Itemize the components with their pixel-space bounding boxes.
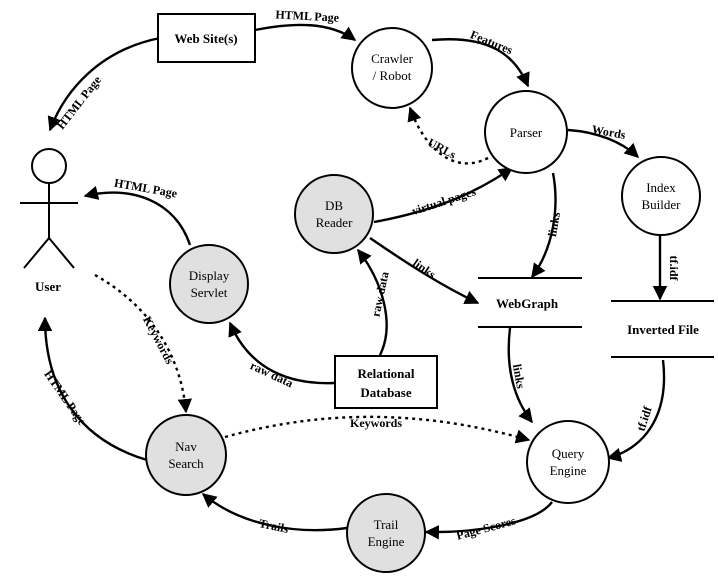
edge-label-user-to-nav: Keywords (140, 314, 177, 367)
edge-inverted-to-query (606, 359, 666, 462)
trail-engine-node: Trail Engine (346, 493, 426, 573)
edge-trail-to-nav (201, 493, 348, 532)
edge-web-to-user (47, 36, 161, 132)
query-engine-label-line2: Engine (550, 463, 587, 478)
query-engine-label-line1: Query (552, 446, 585, 461)
trail-engine-label-line2: Engine (368, 534, 405, 549)
user-left-leg-icon (23, 237, 50, 269)
relational-database-label-line1: Relational (357, 366, 414, 381)
edge-label-reldb-to-display: raw data (248, 358, 295, 390)
edge-user-to-nav (94, 273, 193, 414)
edge-label-query-to-trail: Page Scores (455, 513, 518, 542)
nav-search-node: Nav Search (145, 414, 227, 496)
relational-database-box: Relational Database (334, 355, 438, 409)
web-sites-label: Web Site(s) (174, 31, 237, 46)
edge-label-web-to-crawler: HTML Page (275, 7, 340, 24)
edge-label-dbreader-to-parser: virtual pages (410, 184, 478, 218)
edge-query-to-trail (424, 501, 553, 540)
db-reader-label-line2: Reader (316, 215, 353, 230)
index-builder-node: Index Builder (621, 156, 701, 236)
edge-crawler-to-parser (431, 38, 530, 88)
edge-parser-to-crawler (407, 106, 489, 165)
index-builder-label-line2: Builder (642, 197, 682, 212)
edge-web-to-crawler (254, 23, 357, 41)
relational-database-label-line2: Database (360, 385, 412, 400)
crawler-label-line2: / Robot (373, 68, 412, 83)
display-servlet-label-line1: Display (189, 268, 230, 283)
edge-label-dbreader-to-webgraph: links (410, 256, 439, 282)
user-head-icon (31, 148, 67, 184)
crawler-label-line1: Crawler (371, 51, 414, 66)
inverted-file-store: Inverted File (611, 300, 714, 358)
parser-label: Parser (510, 125, 543, 140)
query-engine-node: Query Engine (526, 420, 610, 504)
edge-label-webgraph-to-query: links (510, 363, 528, 390)
edge-dbreader-to-parser (373, 167, 514, 224)
edge-label-inverted-to-query: tf.idf (634, 404, 655, 433)
webgraph-label: WebGraph (496, 296, 559, 311)
webgraph-store: WebGraph (478, 277, 582, 328)
edge-label-parser-to-index: Words (591, 122, 627, 142)
edge-webgraph-to-query (507, 327, 533, 424)
edge-reldb-to-dbreader (357, 248, 388, 356)
edge-label-nav-to-user: HTML Page (41, 368, 89, 429)
edge-label-nav-to-query: Keywords (350, 416, 402, 430)
edge-parser-to-index (567, 128, 640, 158)
edge-label-index-to-inverted: tf.idf (667, 256, 681, 282)
nav-search-label-line2: Search (168, 456, 204, 471)
web-sites-box: Web Site(s) (157, 13, 256, 63)
edge-dbreader-to-webgraph (369, 237, 480, 305)
display-servlet-node: Display Servlet (169, 244, 249, 324)
edge-display-to-user (83, 185, 192, 246)
nav-search-label-line1: Nav (175, 439, 197, 454)
inverted-file-label: Inverted File (627, 322, 699, 337)
edge-label-reldb-to-dbreader: raw data (368, 270, 391, 318)
index-builder-label-line1: Index (646, 180, 676, 195)
user-actor (20, 148, 78, 269)
trail-engine-label-line1: Trail (374, 517, 399, 532)
user-right-leg-icon (48, 237, 75, 269)
db-reader-node: DB Reader (294, 174, 374, 254)
edge-label-display-to-user: HTML Page (113, 176, 179, 201)
edge-nav-to-user (37, 316, 148, 462)
parser-node: Parser (484, 90, 568, 174)
edge-parser-to-webgraph (531, 172, 557, 279)
display-servlet-label-line2: Servlet (191, 285, 228, 300)
edge-label-trail-to-nav: Trails (258, 516, 290, 536)
edge-nav-to-query (224, 415, 531, 444)
edge-label-crawler-to-parser: Features (468, 27, 515, 57)
edge-label-parser-to-webgraph: links (545, 211, 563, 238)
edge-label-parser-to-crawler: URLs (425, 135, 458, 162)
user-label: User (35, 279, 61, 294)
crawler-node: Crawler / Robot (351, 27, 433, 109)
db-reader-label-line1: DB (325, 198, 343, 213)
edge-reldb-to-display (228, 321, 336, 385)
